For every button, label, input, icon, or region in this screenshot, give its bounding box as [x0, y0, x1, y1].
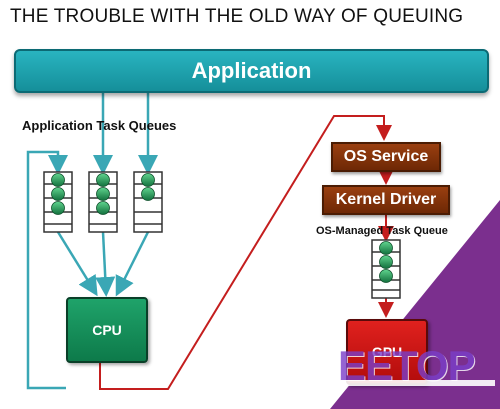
os-managed-task-queue	[371, 239, 401, 299]
kernel-driver-box: Kernel Driver	[322, 185, 450, 215]
queue2-to-cpu-arrow	[115, 231, 150, 297]
app-task-queue-2	[133, 171, 163, 233]
app-task-queue-0	[43, 171, 73, 233]
queue1-to-cpu-arrow	[95, 231, 116, 297]
app-task-queue-1	[88, 171, 118, 233]
application-bar: Application	[14, 49, 489, 93]
os-service-box: OS Service	[331, 142, 441, 172]
watermark-strip	[333, 380, 495, 386]
cpu-to-os-service-arrow	[99, 115, 392, 390]
application-task-queues-label: Application Task Queues	[22, 118, 177, 133]
os-managed-task-queue-label: OS-Managed Task Queue	[316, 225, 448, 237]
slide-title: THE TROUBLE WITH THE OLD WAY OF QUEUING	[10, 6, 464, 27]
queue0-to-cpu-arrow	[56, 231, 98, 297]
cpu-feedback-loop	[26, 150, 68, 390]
cpu-box: CPU	[66, 297, 148, 363]
